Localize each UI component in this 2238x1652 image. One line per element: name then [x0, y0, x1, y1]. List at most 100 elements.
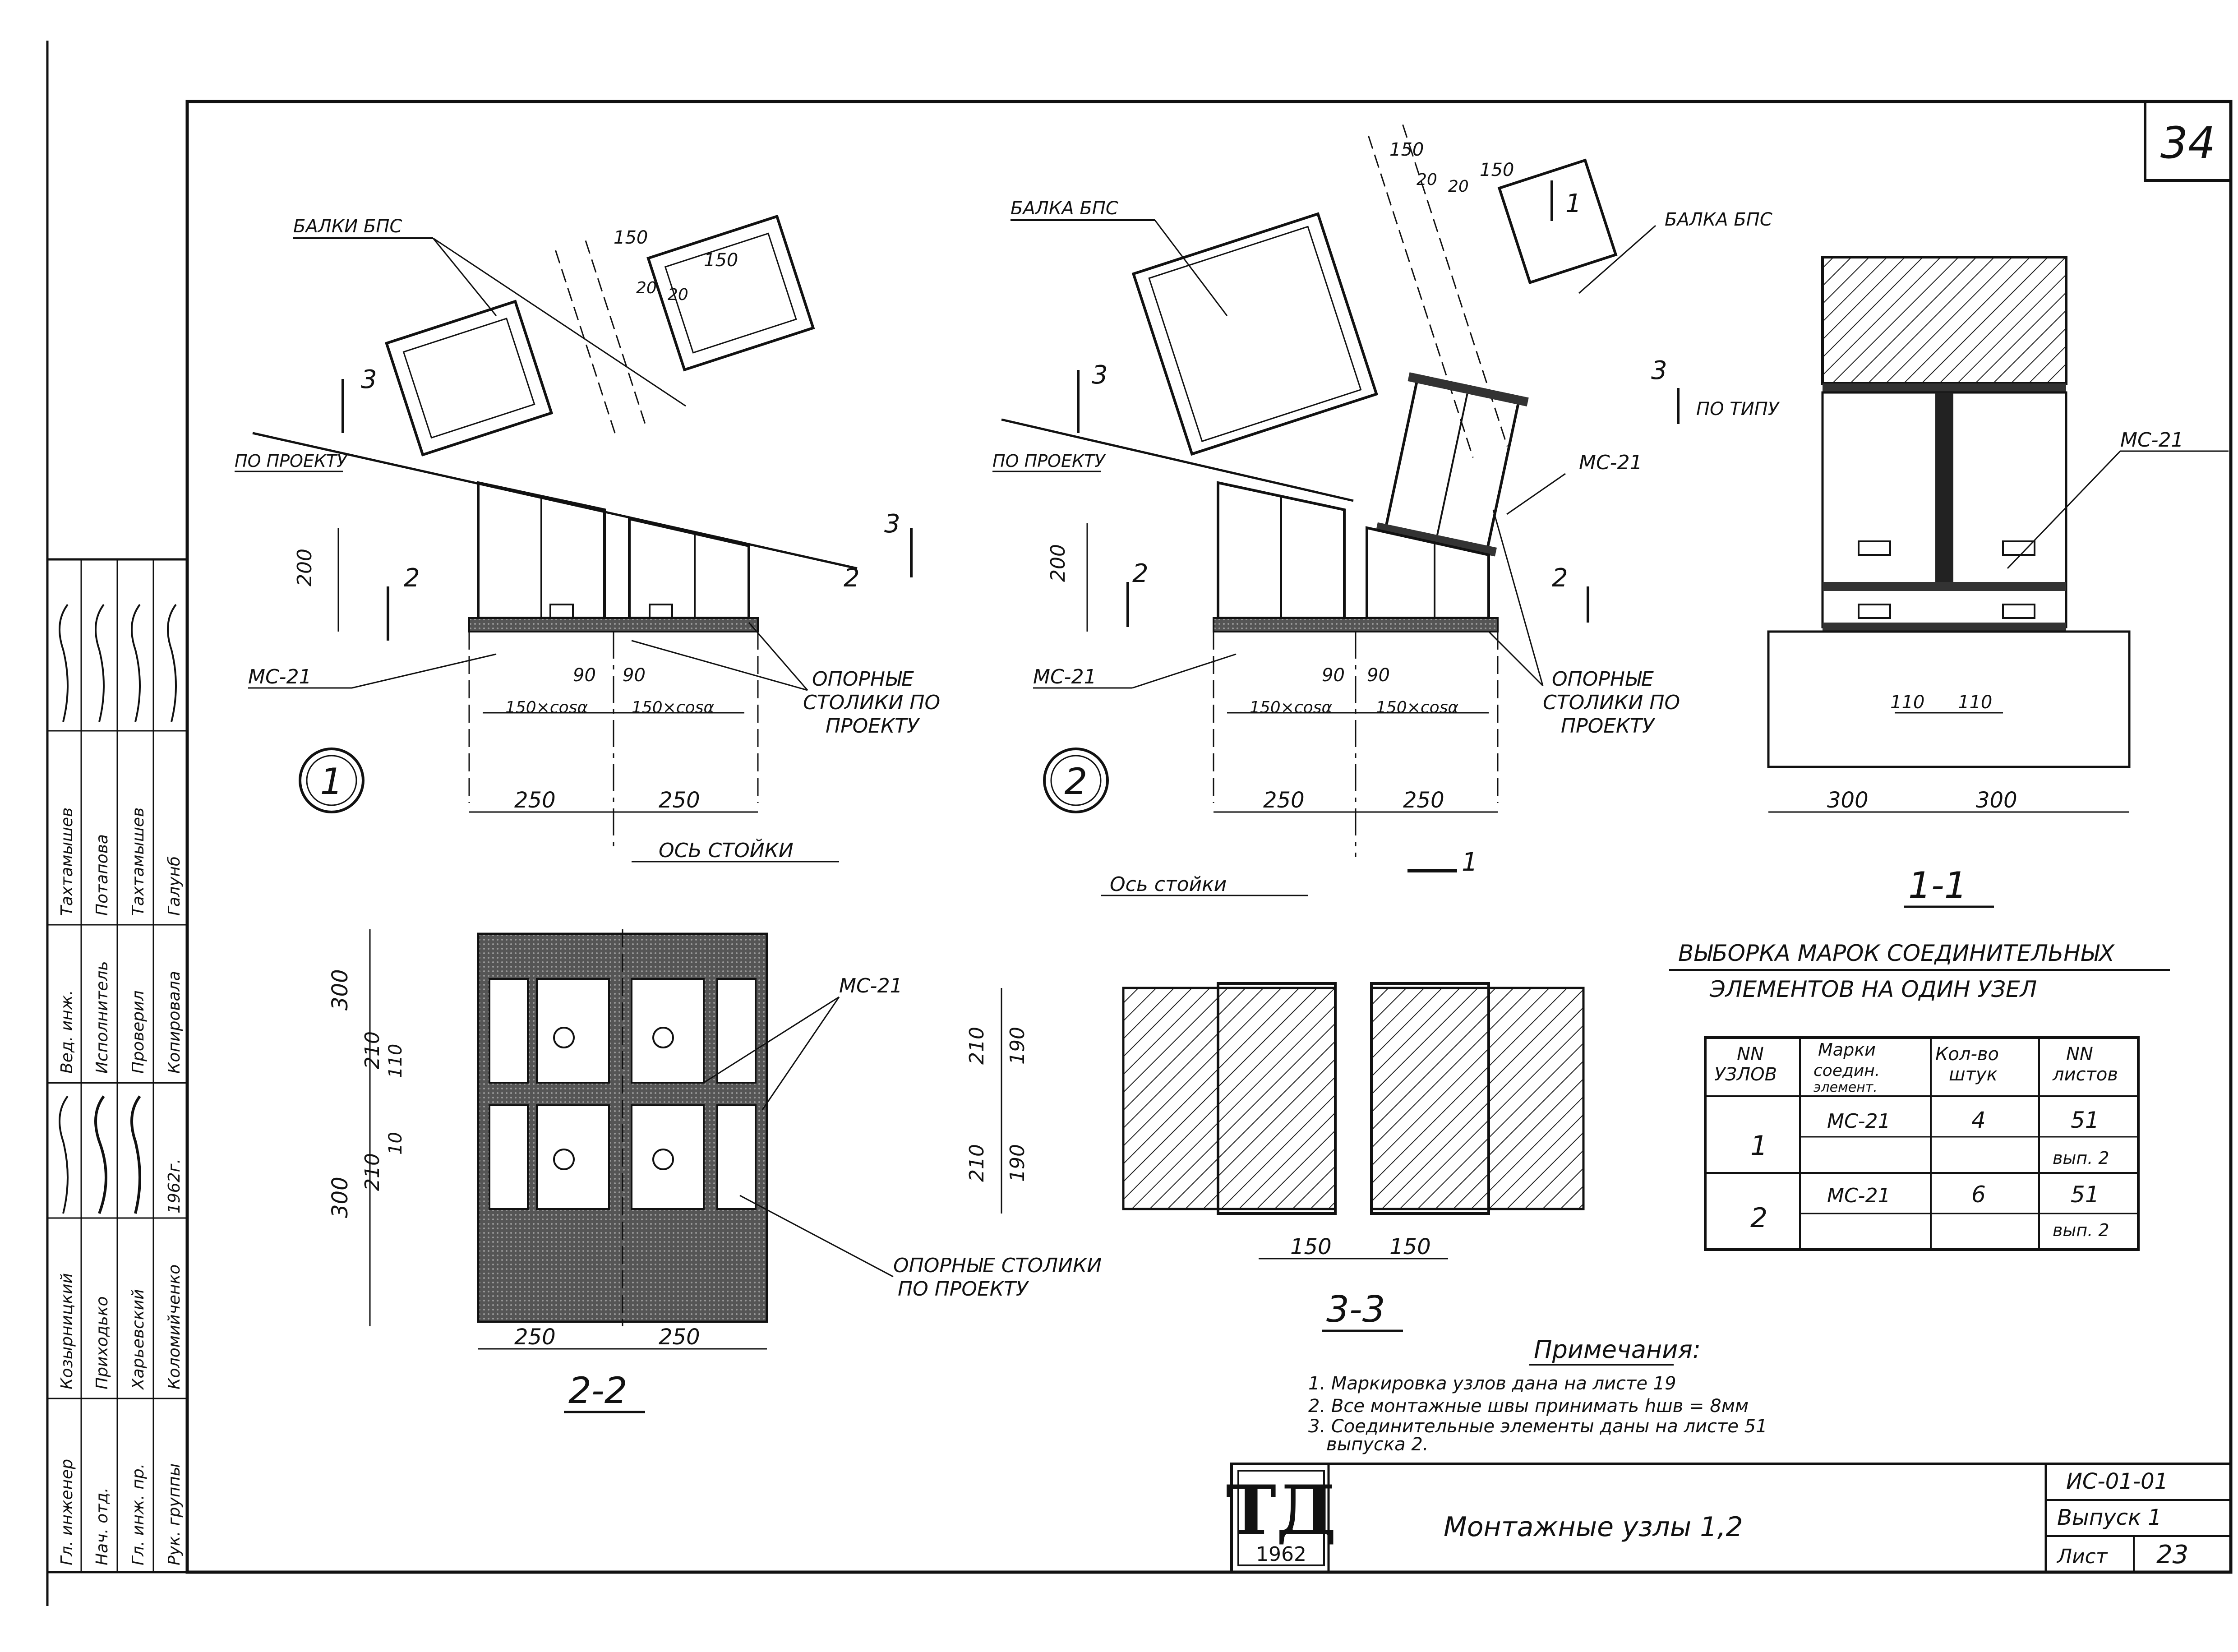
role-3: Рук. группы — [165, 1463, 184, 1565]
s33-dim-190b: 190 — [1006, 1144, 1029, 1182]
dim-20b: 20 — [668, 286, 688, 304]
row1-node: 1 — [1750, 1130, 1767, 1162]
s11-title: 1-1 — [1908, 864, 1967, 906]
s22-dim-250b: 250 — [659, 1324, 700, 1350]
node2-angle-a: 150×cosα — [1250, 698, 1332, 717]
node2-marker: 2 — [1065, 761, 1088, 803]
s11-dim-300a: 300 — [1827, 788, 1869, 813]
title-block: ТД 1962 Монтажные узлы 1,2 ИС-01-01 Выпу… — [1226, 1463, 2232, 1574]
th-elem: элемент. — [1813, 1080, 1878, 1095]
sheet-number: 34 — [2160, 118, 2215, 168]
node2-axis-label: Ось стойки — [1110, 873, 1227, 896]
node2-dim-90a: 90 — [1322, 665, 1345, 686]
s11-dim-300b: 300 — [1976, 788, 2017, 813]
s22-dim-300b: 300 — [328, 1177, 353, 1218]
series-code: ИС-01-01 — [2066, 1469, 2168, 1494]
th-sheet-nn: NN — [2066, 1044, 2093, 1065]
s33-dim-210b: 210 — [965, 1144, 988, 1182]
dim-250b: 250 — [659, 788, 700, 813]
node-1-view: БАЛКИ БПС ПО ПРОЕКТУ 3 3 2 2 — [235, 214, 940, 863]
sheet-title: Монтажные узлы 1,2 — [1444, 1511, 1743, 1543]
th-marks: Марки — [1818, 1040, 1876, 1060]
dim-250a: 250 — [514, 788, 556, 813]
notes-title: Примечания: — [1534, 1335, 1701, 1364]
row2-node: 2 — [1750, 1202, 1767, 1234]
node2-element-label-2: МС-21 — [1579, 451, 1643, 474]
node2-element-label: МС-21 — [1033, 665, 1097, 688]
section2-mark-3b: 3 — [1651, 356, 1667, 385]
s22-element-label: МС-21 — [839, 974, 903, 997]
role2-0: Вед. инж. — [58, 990, 76, 1074]
angle-b: 150×cosα — [632, 698, 714, 717]
note-4: выпуска 2. — [1326, 1434, 1429, 1455]
name-3: Коломийченко — [165, 1264, 184, 1389]
table-title-2: ЭЛЕМЕНТОВ НА ОДИН УЗЕЛ — [1709, 976, 2037, 1002]
s22-support-1: ОПОРНЫЕ СТОЛИКИ — [893, 1254, 1102, 1277]
s22-dim-10: 10 — [385, 1132, 406, 1155]
s22-dim-250a: 250 — [514, 1324, 556, 1350]
s22-dim-210b: 210 — [361, 1153, 384, 1191]
role2-2: Проверил — [129, 990, 148, 1074]
dim-90a: 90 — [573, 665, 596, 686]
node1-marker: 1 — [320, 761, 343, 803]
note-2: 2. Все монтажные швы принимать hшв = 8мм — [1308, 1396, 1749, 1417]
section-1-1: МС-21 110 110 300 300 1-1 — [1767, 256, 2229, 908]
table-title-1: ВЫБОРКА МАРОК СОЕДИНИТЕЛЬНЫХ — [1678, 940, 2115, 966]
row1-issue: вып. 2 — [2053, 1148, 2109, 1168]
dim-150b: 150 — [704, 250, 738, 271]
th-sheets: листов — [2052, 1064, 2118, 1085]
section-mark-2b: 2 — [844, 563, 860, 593]
name-0: Козырницкий — [58, 1273, 76, 1389]
dim-150a: 150 — [614, 227, 648, 248]
role2-1: Исполнитель — [93, 961, 111, 1074]
row1-qty: 4 — [1971, 1107, 1986, 1133]
node2-dim-250b: 250 — [1403, 788, 1444, 813]
sheet-label: Лист — [2056, 1545, 2108, 1568]
name2-1: Потапова — [93, 834, 111, 916]
node2-type-label: ПО ТИПУ — [1696, 399, 1780, 420]
node2-beam-label: БАЛКА БПС — [1011, 198, 1118, 219]
s22-support-2: ПО ПРОЕКТУ — [898, 1278, 1029, 1301]
th-pcs: штук — [1949, 1064, 1998, 1085]
node-2-view: БАЛКА БПС БАЛКА БПС ПО ПРОЕКТУ 3 3 ПО ТИ… — [992, 124, 1780, 896]
section-3-3: 210 210 190 190 150 150 3-3 — [965, 982, 1585, 1332]
role-0: Гл. инженер — [58, 1459, 76, 1565]
issue-label: Выпуск 1 — [2057, 1505, 2162, 1530]
sheet-number-box: 34 — [2144, 102, 2231, 182]
logo-text: ТД — [1226, 1471, 1337, 1550]
section2-mark-2: 2 — [1132, 559, 1149, 588]
s33-dim-150a: 150 — [1290, 1234, 1332, 1260]
notes: Примечания: 1. Маркировка узлов дана на … — [1308, 1335, 1767, 1455]
s22-dim-210a: 210 — [361, 1031, 384, 1069]
note-1: 1. Маркировка узлов дана на листе 19 — [1308, 1373, 1676, 1394]
node2-dim-20a: 20 — [1417, 171, 1437, 189]
node2-slope-label: ПО ПРОЕКТУ — [992, 451, 1106, 471]
name2-3: Галунб — [165, 856, 184, 916]
node2-support-3: ПРОЕКТУ — [1561, 715, 1656, 738]
th-nodes: УЗЛОВ — [1714, 1064, 1777, 1085]
angle-a: 150×cosα — [505, 698, 588, 717]
name2-2: Тахтамышев — [129, 808, 148, 916]
row1-mark: МС-21 — [1827, 1110, 1891, 1133]
name-2: Харьевский — [129, 1289, 148, 1391]
node2-dim-90b: 90 — [1367, 665, 1390, 686]
node2-dim-20b: 20 — [1448, 177, 1469, 196]
section2-mark-2b: 2 — [1552, 563, 1568, 593]
row2-issue: вып. 2 — [2053, 1220, 2109, 1240]
node1-axis-label: ОСЬ СТОЙКИ — [659, 838, 794, 862]
row1-sheet: 51 — [2071, 1107, 2100, 1133]
node1-support-3: ПРОЕКТУ — [826, 715, 920, 738]
th-conn: соедин. — [1813, 1061, 1880, 1080]
node2-support-2: СТОЛИКИ ПО — [1543, 691, 1680, 714]
th-qty: Кол-во — [1935, 1044, 1999, 1065]
dim-200: 200 — [293, 549, 316, 586]
row2-mark: МС-21 — [1827, 1184, 1891, 1207]
name-1: Приходько — [93, 1296, 111, 1389]
node2-dim-150a: 150 — [1389, 139, 1424, 160]
sheet-no: 23 — [2156, 1540, 2188, 1569]
node1-beam-label: БАЛКИ БПС — [293, 216, 402, 237]
s11-dim-110b: 110 — [1958, 692, 1992, 713]
node2-dim-200: 200 — [1047, 544, 1070, 582]
name2-0: Тахтамышев — [58, 808, 76, 916]
